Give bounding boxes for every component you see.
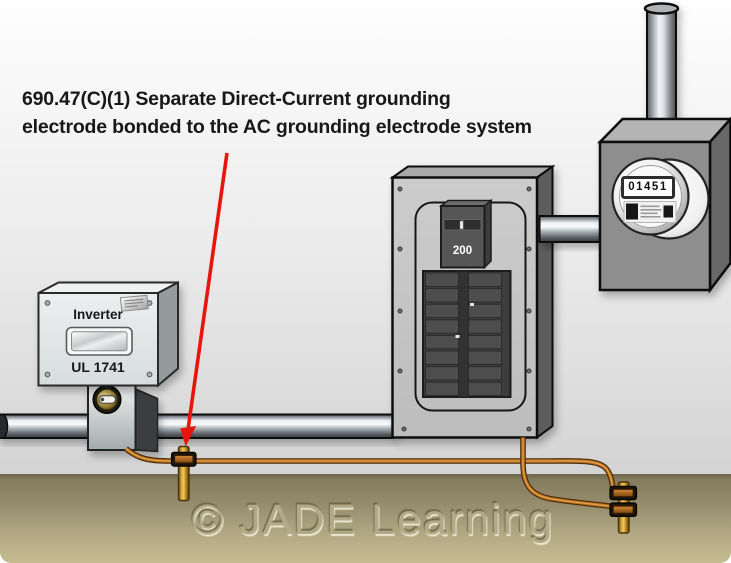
ac-rod-clamp-lower — [609, 502, 638, 517]
ac-disconnect — [87, 384, 159, 453]
load-center-panel — [389, 164, 556, 440]
ac-rod-clamp-upper — [609, 485, 638, 501]
grounding-system — [124, 437, 638, 534]
meter-register — [621, 176, 675, 199]
caption-line1: 690.47(C)(1) Separate Direct-Current gro… — [22, 88, 451, 110]
meter-reading-display: 01451 — [628, 181, 668, 193]
caption: 690.47(C)(1) Separate Direct-Current gro… — [22, 86, 622, 141]
callout-arrow-icon — [180, 152, 229, 447]
caption-line2: electrode bonded to the AC grounding ele… — [22, 115, 532, 138]
panel-screws — [397, 186, 532, 432]
dc-rod-clamp — [170, 451, 197, 467]
main-breaker-rating-label: 200 — [452, 245, 473, 257]
service-mast — [646, 5, 677, 123]
inverter-enclosure — [37, 280, 179, 388]
branch-breakers — [422, 270, 512, 398]
left-conduit — [0, 413, 394, 440]
screw-icon — [44, 300, 51, 306]
screw-icon — [44, 371, 51, 378]
watermark: © JADE Learning — [191, 496, 555, 544]
bonding-conductor — [124, 446, 620, 495]
inverter-listing-label: UL 1741 — [71, 359, 125, 375]
ground-soil — [0, 474, 731, 563]
listing-sticker — [119, 294, 149, 312]
panel-meter-conduit — [538, 215, 604, 243]
inverter-name-label: Inverter — [73, 307, 123, 322]
meter-enclosure — [597, 2, 731, 294]
screw-icon — [146, 371, 153, 378]
main-breaker — [438, 198, 494, 270]
ac-grounding-conductor — [520, 437, 627, 511]
